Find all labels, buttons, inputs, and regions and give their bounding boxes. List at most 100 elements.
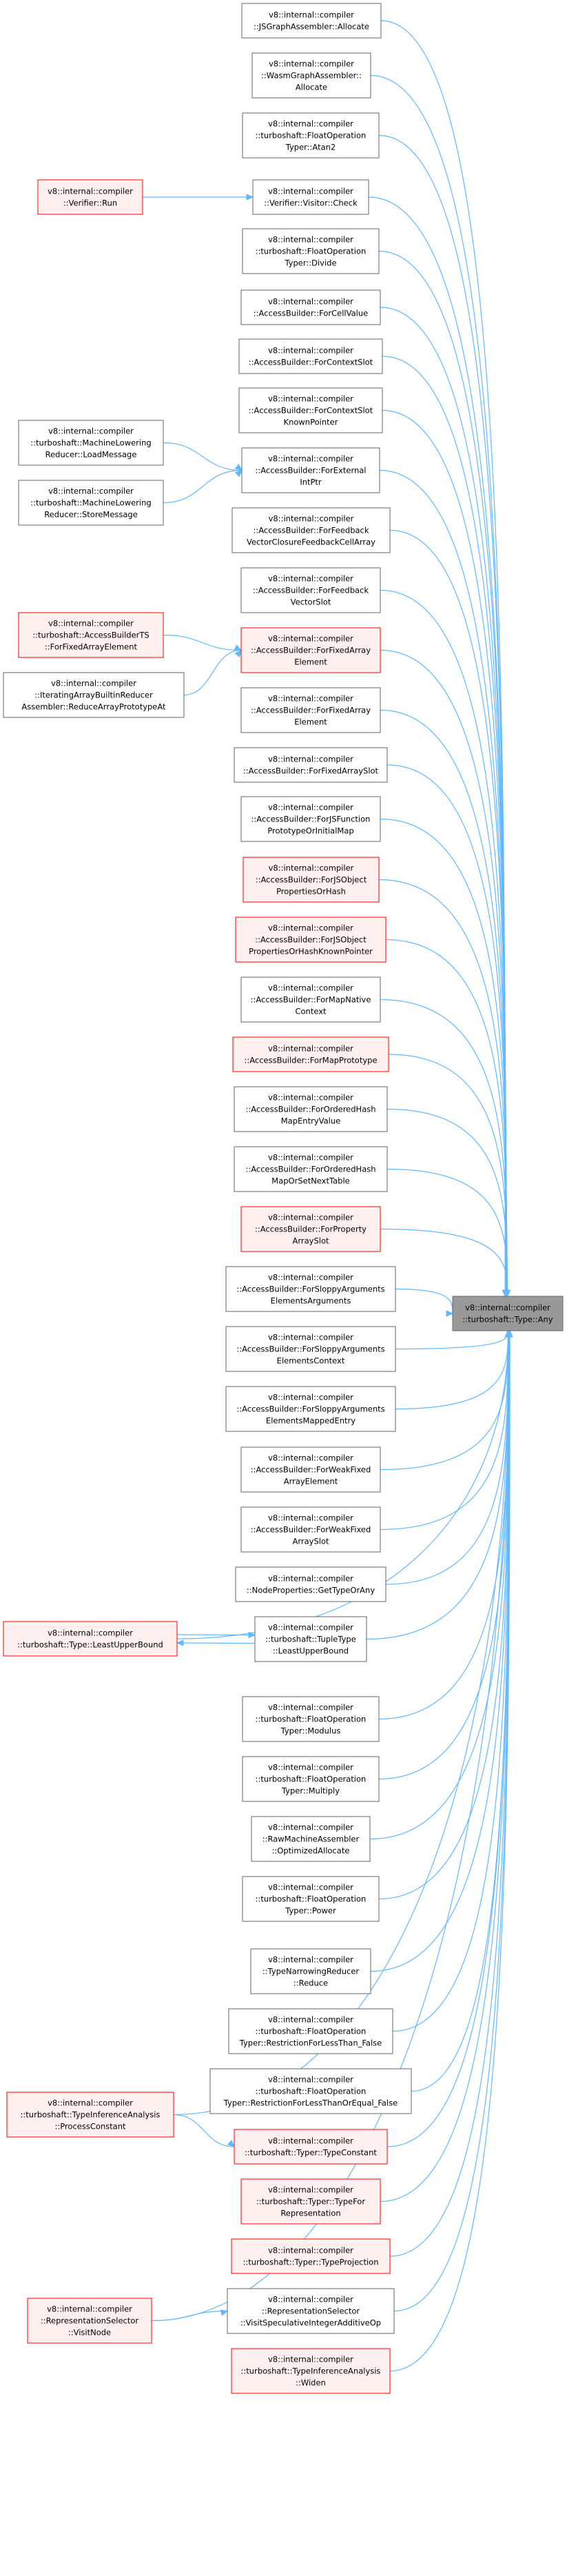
node-label-line: ::OptimizedAllocate	[272, 1846, 350, 1856]
node-label-line: ::AccessBuilder::ForJSObject	[256, 875, 367, 885]
node-label-line: ::turboshaft::MachineLowering	[30, 498, 151, 508]
function-node[interactable]: v8::internal::compiler::AccessBuilder::F…	[235, 917, 386, 963]
function-node[interactable]: v8::internal::compiler::turboshaft::Type…	[3, 1621, 178, 1657]
function-node[interactable]: v8::internal::compiler::AccessBuilder::F…	[240, 977, 381, 1023]
function-node[interactable]: v8::internal::compiler::AccessBuilder::F…	[238, 387, 383, 433]
function-node[interactable]: v8::internal::compiler::IteratingArrayBu…	[3, 672, 185, 718]
node-label-line: ::WasmGraphAssembler::	[261, 71, 362, 81]
function-node[interactable]: v8::internal::compiler::TypeNarrowingRed…	[250, 1948, 371, 1994]
node-label-line: v8::internal::compiler	[268, 235, 353, 245]
function-node[interactable]: v8::internal::compiler::AccessBuilder::F…	[240, 289, 381, 325]
function-node[interactable]: v8::internal::compiler::turboshaft::Mach…	[18, 480, 164, 526]
function-node[interactable]: v8::internal::compiler::AccessBuilder::F…	[232, 1036, 389, 1072]
node-box	[242, 228, 380, 274]
function-node[interactable]: v8::internal::compiler::Verifier::Run	[37, 179, 143, 215]
function-node[interactable]: v8::internal::compiler::RepresentationSe…	[227, 2288, 395, 2334]
node-label-line: v8::internal::compiler	[268, 2246, 353, 2256]
node-label-line: ::turboshaft::Typer::TypeFor	[256, 2197, 365, 2207]
node-label-line: v8::internal::compiler	[268, 1703, 353, 1713]
node-box	[209, 2068, 412, 2114]
function-node[interactable]: v8::internal::compiler::turboshaft::Acce…	[18, 612, 164, 658]
node-box	[240, 1447, 381, 1493]
node-label-line: ::JSGraphAssembler::Allocate	[254, 22, 369, 32]
function-node[interactable]: v8::internal::compiler::turboshaft::Type…	[6, 2092, 174, 2138]
node-label-line: Assembler::ReduceArrayPrototypeAt	[21, 702, 166, 712]
node-label-line: ::turboshaft::FloatOperation	[256, 1775, 367, 1784]
node-box	[254, 1616, 367, 1662]
function-node[interactable]: v8::internal::compiler::turboshaft::Tupl…	[254, 1616, 367, 1662]
function-node[interactable]: v8::internal::compiler::turboshaft::Floa…	[242, 112, 380, 159]
target-node[interactable]: v8::internal::compiler::turboshaft::Type…	[452, 1296, 564, 1331]
function-node[interactable]: v8::internal::compiler::RawMachineAssemb…	[251, 1816, 371, 1862]
edge-n37-to-any	[386, 1330, 511, 2147]
node-label-line: v8::internal::compiler	[268, 394, 353, 404]
function-node[interactable]: v8::internal::compiler::AccessBuilder::F…	[234, 747, 388, 783]
function-node[interactable]: v8::internal::compiler::NodeProperties::…	[235, 1566, 386, 1602]
node-label-line: ::turboshaft::MachineLowering	[30, 438, 151, 448]
function-node[interactable]: v8::internal::compiler::turboshaft::Type…	[234, 2129, 388, 2165]
node-label-line: ::turboshaft::FloatOperation	[256, 1894, 367, 1904]
node-box	[225, 1266, 396, 1312]
node-label-line: VectorSlot	[291, 597, 331, 607]
node-box	[240, 289, 381, 325]
function-node[interactable]: v8::internal::compiler::AccessBuilder::F…	[240, 1506, 381, 1553]
node-label-line: VectorClosureFeedbackCellArray	[247, 538, 375, 547]
function-node[interactable]: v8::internal::compiler::AccessBuilder::F…	[240, 796, 381, 842]
node-box	[18, 480, 164, 526]
edge-arrow	[227, 2140, 235, 2147]
function-node[interactable]: v8::internal::compiler::AccessBuilder::F…	[243, 857, 380, 903]
node-label-line: ::Reduce	[293, 1979, 328, 1988]
function-node[interactable]: v8::internal::compiler::Verifier::Visito…	[252, 179, 369, 215]
function-node[interactable]: v8::internal::compiler::AccessBuilder::F…	[240, 1447, 381, 1493]
function-node[interactable]: v8::internal::compiler::turboshaft::Type…	[231, 2348, 391, 2394]
node-label-line: v8::internal::compiler	[268, 1513, 353, 1523]
function-node[interactable]: v8::internal::compiler::turboshaft::Floa…	[242, 1696, 380, 1742]
edge-n09-to-any	[379, 469, 507, 1297]
node-box	[27, 2298, 152, 2344]
node-box	[252, 179, 369, 215]
node-box	[235, 1566, 386, 1602]
node-label-line: ElementsArguments	[271, 1296, 351, 1306]
function-node[interactable]: v8::internal::compiler::AccessBuilder::F…	[231, 507, 391, 553]
node-label-line: ::RepresentationSelector	[41, 2316, 139, 2326]
function-node[interactable]: v8::internal::compiler::JSGraphAssembler…	[241, 3, 382, 39]
node-label-line: v8::internal::compiler	[268, 2295, 353, 2304]
node-label-line: v8::internal::compiler	[268, 634, 353, 644]
function-node[interactable]: v8::internal::compiler::AccessBuilder::F…	[225, 1266, 396, 1312]
function-node[interactable]: v8::internal::compiler::AccessBuilder::F…	[240, 567, 381, 613]
node-label-line: v8::internal::compiler	[268, 2015, 353, 2025]
function-node[interactable]: v8::internal::compiler::AccessBuilder::F…	[238, 338, 383, 374]
node-label-line: v8::internal::compiler	[268, 694, 353, 704]
node-label-line: ::turboshaft::TypeInferenceAnalysis	[21, 2110, 161, 2120]
function-node[interactable]: v8::internal::compiler::turboshaft::Type…	[240, 2178, 381, 2225]
node-label-line: ::AccessBuilder::ForSloppyArguments	[236, 1404, 384, 1414]
function-node[interactable]: v8::internal::compiler::AccessBuilder::F…	[240, 687, 381, 733]
function-node[interactable]: v8::internal::compiler::WasmGraphAssembl…	[251, 52, 371, 99]
edge-n16-to-any	[378, 879, 508, 1297]
function-node[interactable]: v8::internal::compiler::AccessBuilder::F…	[225, 1326, 396, 1372]
node-box	[3, 1621, 178, 1657]
function-node[interactable]: v8::internal::compiler::AccessBuilder::F…	[234, 1086, 388, 1132]
function-node[interactable]: v8::internal::compiler::turboshaft::Floa…	[242, 1876, 380, 1922]
function-node[interactable]: v8::internal::compiler::turboshaft::Type…	[231, 2238, 391, 2274]
function-node[interactable]: v8::internal::compiler::turboshaft::Mach…	[18, 420, 164, 466]
function-node[interactable]: v8::internal::compiler::RepresentationSe…	[27, 2298, 152, 2344]
edge-n26-to-any	[380, 1330, 509, 1471]
function-node[interactable]: v8::internal::compiler::turboshaft::Floa…	[228, 2008, 393, 2054]
node-box	[18, 612, 164, 658]
edge-n24-to-any	[395, 1330, 508, 1350]
function-node[interactable]: v8::internal::compiler::AccessBuilder::F…	[240, 1206, 381, 1252]
edge-arrow	[248, 1631, 256, 1639]
node-box	[227, 2288, 395, 2334]
function-node[interactable]: v8::internal::compiler::turboshaft::Floa…	[242, 228, 380, 274]
function-node[interactable]: v8::internal::compiler::AccessBuilder::F…	[240, 627, 381, 673]
node-label-line: Typer::Atan2	[285, 143, 336, 152]
function-node[interactable]: v8::internal::compiler::AccessBuilder::F…	[241, 447, 380, 493]
function-node[interactable]: v8::internal::compiler::turboshaft::Floa…	[242, 1756, 380, 1802]
node-label-line: v8::internal::compiler	[268, 1763, 353, 1772]
edge-n12-to-any	[380, 649, 507, 1297]
function-node[interactable]: v8::internal::compiler::AccessBuilder::F…	[225, 1386, 396, 1432]
node-label-line: PropertiesOrHashKnownPointer	[249, 947, 373, 957]
function-node[interactable]: v8::internal::compiler::AccessBuilder::F…	[234, 1146, 388, 1192]
function-node[interactable]: v8::internal::compiler::turboshaft::Floa…	[209, 2068, 412, 2114]
